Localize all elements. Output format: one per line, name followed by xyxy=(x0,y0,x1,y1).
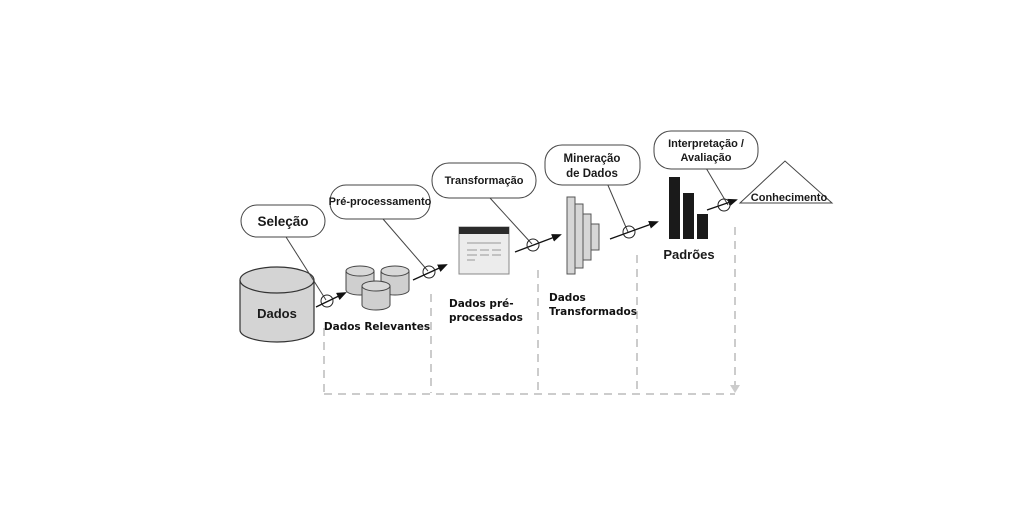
conhecimento-triangle-icon xyxy=(738,160,834,204)
step-pre-processamento-bubble xyxy=(329,184,431,220)
conhecimento-label: Conhecimento xyxy=(751,192,828,204)
step-mineracao-label-1: Mineração xyxy=(564,153,621,165)
dados-pre-processados-label-1: Dados pré- xyxy=(449,298,514,310)
dados-label: Dados xyxy=(257,306,297,321)
connectors xyxy=(285,167,729,301)
dados-pre-processados-icon xyxy=(458,226,510,275)
step-selecao[interactable]: Seleção xyxy=(240,204,326,238)
arrow-3 xyxy=(514,234,562,253)
arrow-4 xyxy=(609,220,659,240)
arrow-2-circle-icon xyxy=(422,265,436,279)
arrow-5 xyxy=(706,198,738,212)
connector-mineracao xyxy=(606,182,629,233)
feedback-arrow-icon xyxy=(730,385,740,393)
step-interpretacao-bubble xyxy=(653,130,759,170)
dados-transformados-icon xyxy=(566,196,600,275)
step-interpretacao-label-2: Avaliação xyxy=(681,152,732,164)
connector-pre-processamento xyxy=(382,218,429,272)
step-pre-processamento[interactable]: Pré-processamento xyxy=(329,184,432,220)
connector-transformacao xyxy=(489,197,533,245)
arrow-3-circle-icon xyxy=(526,238,540,252)
step-selecao-label: Seleção xyxy=(257,214,308,229)
dados-relevantes-label: Dados Relevantes xyxy=(324,321,430,333)
step-interpretacao-label-1: Interpretação / xyxy=(668,138,744,150)
step-selecao-bubble xyxy=(240,204,326,238)
arrow-1 xyxy=(315,292,347,308)
dados-relevantes-icon xyxy=(345,265,410,311)
padroes-icon xyxy=(669,177,708,239)
arrow-1-circle-icon xyxy=(320,294,334,308)
padroes-bar-3 xyxy=(697,214,708,239)
dados-transformados-label-2: Transformados xyxy=(549,306,637,318)
feedback-loop xyxy=(323,227,736,395)
padroes-bar-1 xyxy=(669,177,680,239)
step-mineracao-bubble xyxy=(544,144,641,186)
step-mineracao-label-2: de Dados xyxy=(566,168,618,180)
connector-selecao xyxy=(285,236,327,301)
step-interpretacao[interactable]: Interpretação / Avaliação xyxy=(653,130,759,170)
step-transformacao-bubble xyxy=(431,162,537,199)
arrow-4-circle-icon xyxy=(622,225,636,239)
step-transformacao-label: Transformação xyxy=(445,175,524,187)
padroes-bar-2 xyxy=(683,193,694,239)
step-pre-processamento-label: Pré-processamento xyxy=(329,196,432,208)
arrow-2 xyxy=(412,264,448,281)
dados-pre-processados-label-2: processados xyxy=(449,312,523,324)
dados-cylinder-icon xyxy=(239,266,315,343)
arrow-5-circle-icon xyxy=(717,198,731,212)
arrows xyxy=(315,198,738,308)
step-transformacao[interactable]: Transformação xyxy=(431,162,537,199)
padroes-label: Padrões xyxy=(663,247,714,262)
step-mineracao[interactable]: Mineração de Dados xyxy=(544,144,641,186)
dados-transformados-label-1: Dados xyxy=(549,292,586,304)
